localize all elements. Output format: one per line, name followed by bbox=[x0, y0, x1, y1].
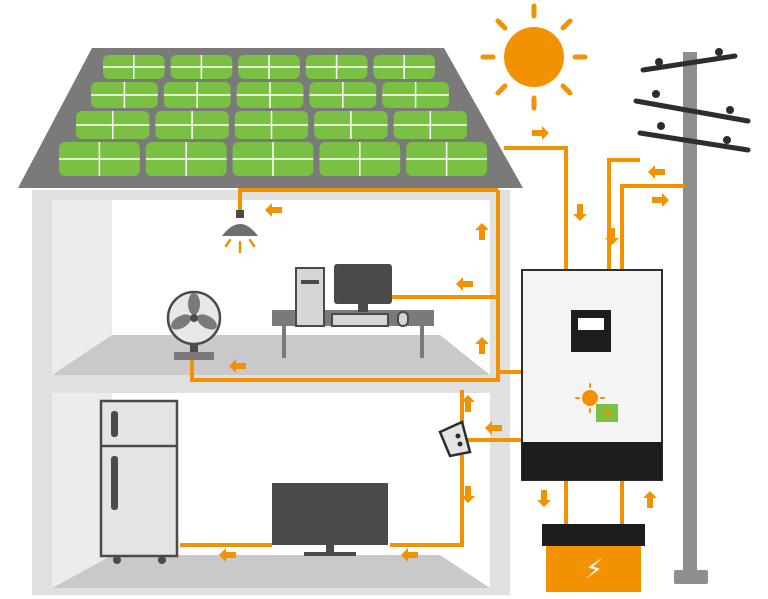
utility-pole-icon bbox=[633, 48, 751, 584]
flow-arrow-icon bbox=[537, 490, 551, 507]
flow-arrow-icon bbox=[461, 486, 475, 503]
battery-icon: ⚡ bbox=[542, 524, 645, 592]
lower-side-wall bbox=[52, 393, 112, 588]
battery-symbol: ⚡ bbox=[585, 555, 603, 585]
flow-arrow-icon bbox=[648, 165, 665, 179]
flow-arrows bbox=[219, 126, 669, 562]
flow-arrow-icon bbox=[265, 203, 282, 217]
hybrid-inverter-icon bbox=[521, 269, 663, 481]
flow-arrow-icon bbox=[219, 548, 236, 562]
upper-side-wall bbox=[52, 200, 112, 375]
desktop-computer-icon bbox=[272, 264, 434, 358]
ceiling-lamp-icon bbox=[222, 210, 258, 254]
flow-arrow-icon bbox=[643, 491, 657, 508]
flow-arrow-icon bbox=[456, 277, 473, 291]
upper-floor bbox=[52, 335, 490, 375]
flow-arrow-icon bbox=[401, 548, 418, 562]
fan-icon bbox=[166, 290, 222, 360]
inverter-sun-logo-icon bbox=[575, 383, 605, 413]
inverter-display bbox=[571, 310, 611, 352]
sun-icon bbox=[480, 3, 588, 111]
flow-arrow-icon bbox=[475, 223, 489, 240]
television-icon bbox=[272, 483, 388, 556]
wiring bbox=[180, 146, 685, 547]
flow-arrow-icon bbox=[652, 193, 669, 207]
flow-arrow-icon bbox=[605, 228, 619, 245]
refrigerator-icon bbox=[99, 399, 179, 564]
flow-arrow-icon bbox=[532, 126, 549, 140]
flow-arrow-icon bbox=[485, 421, 502, 435]
flow-arrow-icon bbox=[573, 204, 587, 221]
solar-panel bbox=[59, 55, 487, 176]
flow-arrow-icon bbox=[229, 359, 246, 373]
wall-socket-icon bbox=[438, 420, 472, 458]
flow-arrow-icon bbox=[461, 395, 475, 412]
flow-arrow-icon bbox=[475, 337, 489, 354]
